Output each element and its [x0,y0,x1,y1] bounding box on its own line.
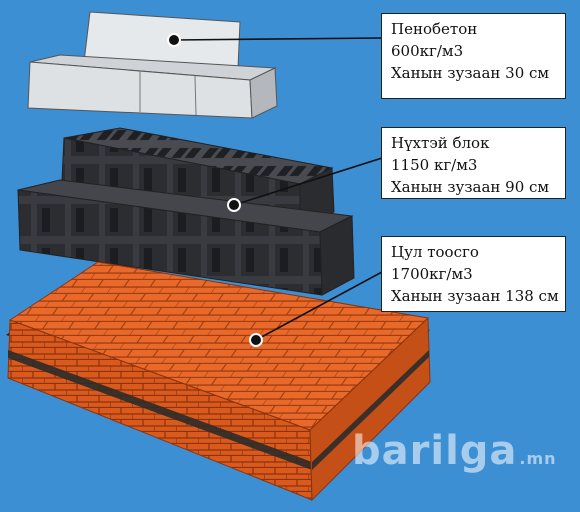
material-density: 1700кг/м3 [391,265,473,283]
label-foam-concrete: Пенобетон 600кг/м3 Ханын зузаан 30 см [381,13,566,99]
watermark-suffix: .mn [519,449,557,468]
material-density: 1150 кг/м3 [391,156,478,174]
wall-thickness: Ханын зузаан 90 см [391,178,550,196]
material-name: Пенобетон [391,20,478,38]
watermark-text: barilga [352,428,518,474]
wall-thickness: Ханын зузаан 138 см [391,287,559,305]
material-name: Нүхтэй блок [391,134,490,152]
callout-foam [167,33,383,47]
label-hollow-block: Нүхтэй блок 1150 кг/м3 Ханын зузаан 90 с… [381,127,566,199]
hollow-block-stack [17,127,355,296]
callout-brick [249,271,383,347]
label-solid-brick: Цул тоосго 1700кг/м3 Ханын зузаан 138 см [381,236,566,312]
watermark-logo: barilga.mn [352,428,557,474]
callout-hollow [227,157,383,212]
material-density: 600кг/м3 [391,42,464,60]
wall-thickness: Ханын зузаан 30 см [391,64,550,82]
material-name: Цул тоосго [391,243,479,261]
foam-concrete-blocks [27,11,278,119]
